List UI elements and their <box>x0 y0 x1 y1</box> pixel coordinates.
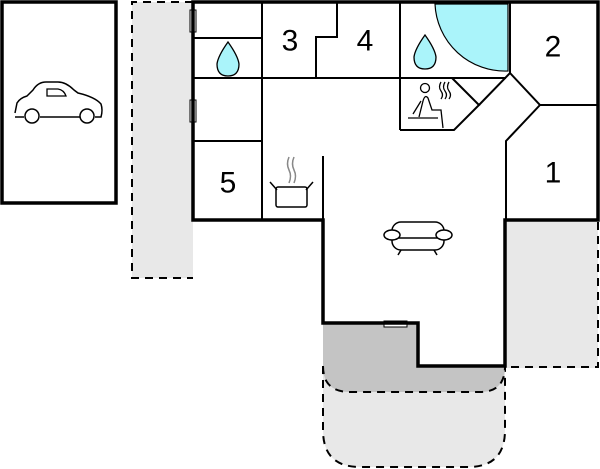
interior-walls <box>193 2 598 220</box>
room-label-4: 4 <box>357 25 374 58</box>
car-icon <box>14 81 103 124</box>
room-label-1: 1 <box>545 157 562 190</box>
cooking-pot-icon <box>269 156 314 208</box>
sauna-icon <box>408 81 452 129</box>
room-label-3: 3 <box>282 25 299 58</box>
exterior-walls <box>191 0 600 368</box>
water-drop-icon <box>413 33 437 70</box>
terrace-right <box>506 220 598 368</box>
house-interior <box>193 2 598 366</box>
hot-tub-icon <box>434 3 509 72</box>
armchair-icon <box>383 221 453 256</box>
terrace-covered <box>323 323 505 392</box>
room-label-5: 5 <box>220 167 237 200</box>
terrace-bottom <box>323 323 505 467</box>
terrace-left <box>132 2 193 278</box>
water-drop-icon <box>216 40 240 77</box>
garage <box>0 0 118 205</box>
room-label-2: 2 <box>545 31 562 64</box>
